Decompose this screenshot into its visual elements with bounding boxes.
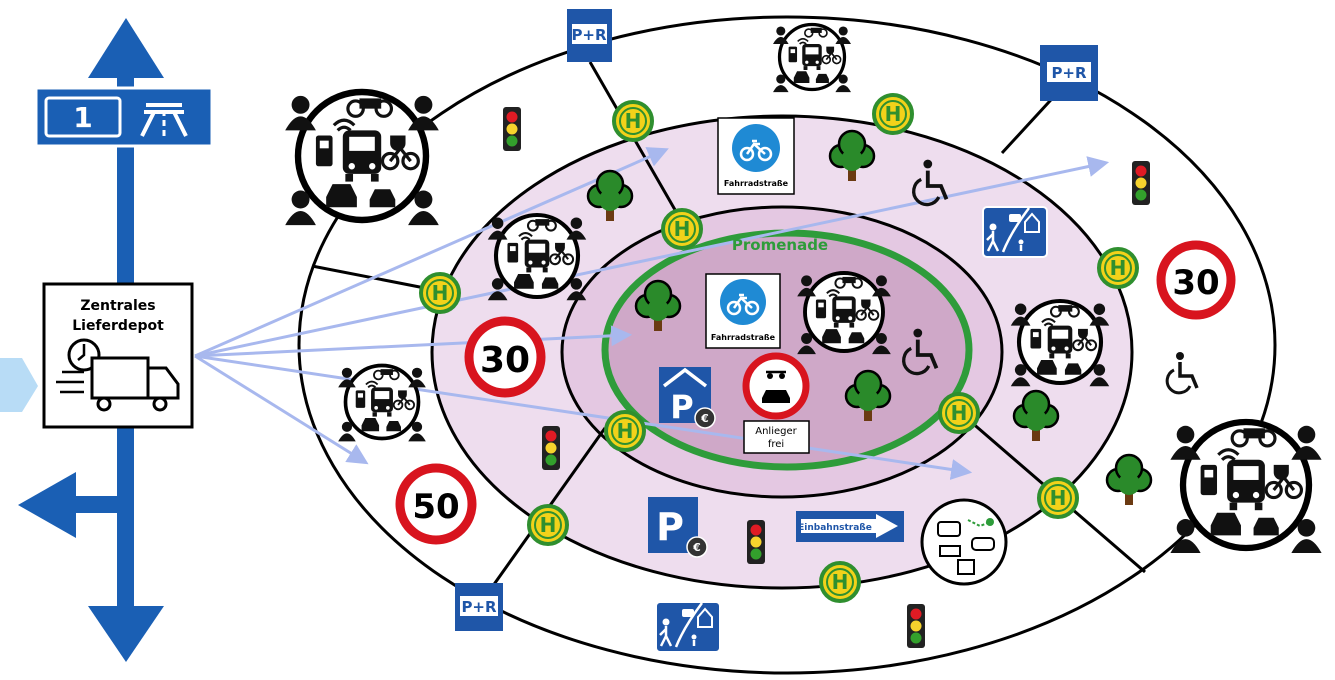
autobahn-number: 1 — [73, 101, 92, 134]
svg-text:P+R: P+R — [1051, 64, 1087, 82]
bus-stop-icon: H — [1037, 477, 1079, 519]
arrow-down-icon — [88, 606, 164, 662]
svg-text:30: 30 — [480, 340, 530, 381]
bike-street-sign: Fahrradstraße — [705, 273, 781, 349]
svg-text:P: P — [670, 388, 693, 426]
park-ride-sign: P+R — [1040, 45, 1098, 101]
svg-text:frei: frei — [768, 439, 784, 450]
speed-limit-30-sign: 30 — [1156, 240, 1236, 320]
svg-text:P+R: P+R — [571, 26, 607, 44]
svg-text:H: H — [951, 401, 968, 425]
svg-text:€: € — [692, 541, 701, 554]
delivery-truck-icon — [56, 338, 180, 412]
one-way-sign: Einbahnstraße — [796, 511, 904, 542]
svg-text:Fahrradstraße: Fahrradstraße — [724, 179, 789, 188]
svg-text:Fahrradstraße: Fahrradstraße — [711, 333, 776, 342]
svg-text:H: H — [540, 513, 557, 537]
parking-garage-sign: P € — [659, 367, 716, 429]
bus-stop-icon: H — [604, 410, 646, 452]
svg-text:H: H — [432, 281, 449, 305]
depot-title-line2: Lieferdepot — [72, 318, 164, 334]
svg-text:P+R: P+R — [461, 598, 497, 616]
svg-text:50: 50 — [412, 487, 459, 527]
promenade-label: Promenade — [732, 236, 828, 254]
speed-limit-30-sign: 30 — [464, 316, 546, 398]
autobahn-route — [18, 18, 164, 662]
arrow-up-icon — [88, 18, 164, 78]
depot-title-line1: Zentrales — [80, 298, 155, 314]
svg-text:H: H — [832, 570, 849, 594]
bus-stop-icon: H — [612, 100, 654, 142]
bus-stop-icon: H — [819, 561, 861, 603]
svg-text:H: H — [885, 102, 902, 126]
bus-stop-icon: H — [938, 392, 980, 434]
delivery-flow-arrows — [194, 147, 1110, 480]
svg-text:H: H — [674, 217, 691, 241]
traffic-light-icon — [907, 604, 925, 648]
autobahn-sign: 1 — [34, 86, 214, 148]
digital-mobility-icon — [920, 498, 1008, 586]
bus-stop-icon: H — [1097, 247, 1139, 289]
svg-text:H: H — [625, 109, 642, 133]
traffic-light-icon — [542, 426, 560, 470]
svg-text:H: H — [617, 419, 634, 443]
motorway-icon — [140, 103, 188, 137]
bus-stop-icon: H — [872, 93, 914, 135]
svg-text:H: H — [1050, 486, 1067, 510]
no-motor-vehicles-sign: Anlieger frei — [742, 352, 810, 454]
arrow-left-icon — [18, 472, 76, 538]
speed-limit-50-sign: 50 — [395, 463, 477, 545]
bus-stop-icon: H — [661, 208, 703, 250]
bus-stop-icon: H — [419, 272, 461, 314]
svg-text:P: P — [656, 505, 684, 549]
left-chevron-icon — [0, 358, 38, 412]
park-ride-sign: P+R — [567, 9, 612, 62]
central-depot: Zentrales Lieferdepot — [42, 282, 194, 429]
svg-text:Einbahnstraße: Einbahnstraße — [798, 523, 872, 533]
traffic-light-icon — [503, 107, 521, 151]
bike-street-sign: Fahrradstraße — [717, 117, 795, 195]
traffic-light-icon — [1132, 161, 1150, 205]
svg-text:€: € — [700, 412, 709, 425]
svg-text:H: H — [1110, 256, 1127, 280]
pedestrian-zone-sign-icon — [981, 205, 1049, 259]
pedestrian-zone-sign-icon — [654, 600, 722, 654]
svg-text:Anlieger: Anlieger — [755, 426, 797, 437]
bus-stop-icon: H — [527, 504, 569, 546]
parking-sign: P € — [648, 497, 708, 558]
svg-text:30: 30 — [1172, 263, 1219, 303]
traffic-light-icon — [747, 520, 765, 564]
park-ride-sign: P+R — [455, 583, 503, 631]
